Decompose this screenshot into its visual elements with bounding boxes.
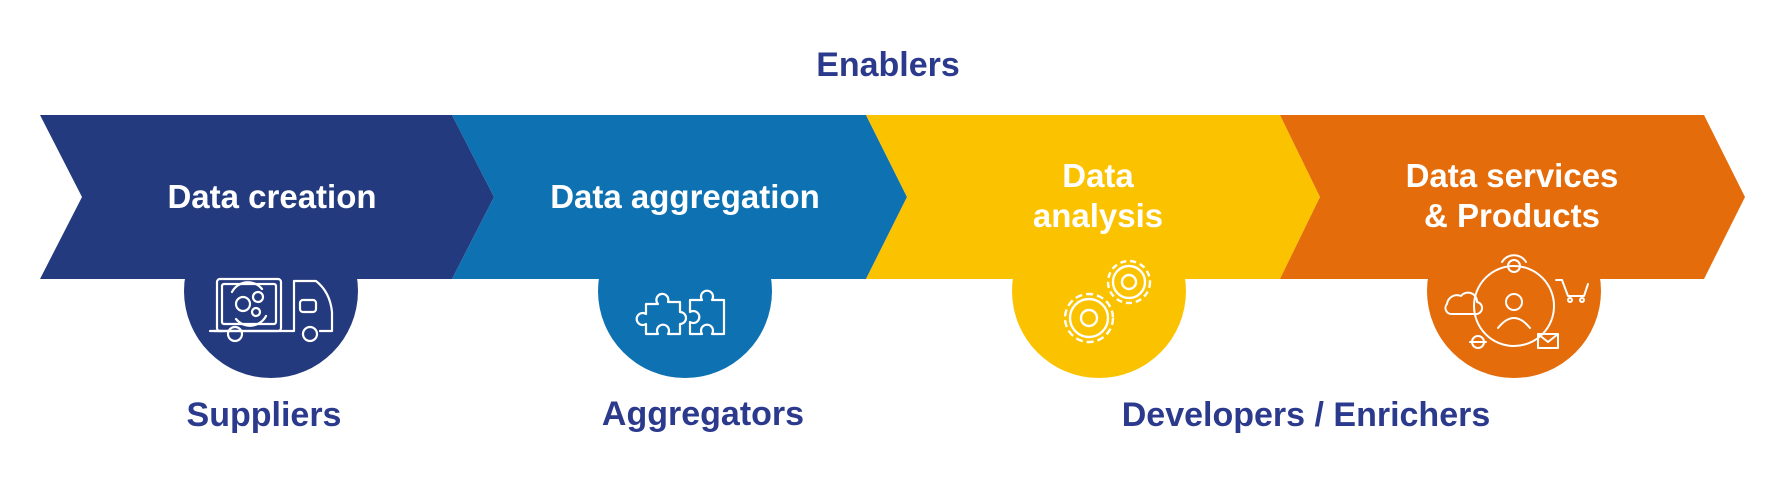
step-1-title: Data creation <box>167 178 377 215</box>
truck-gears-icon <box>208 277 334 343</box>
role-aggregators: Aggregators <box>601 395 805 433</box>
role-suppliers: Suppliers <box>186 396 342 434</box>
diagram-title: Enablers <box>816 46 960 84</box>
step-1-chevron <box>40 115 494 279</box>
digital-services-icon <box>1444 254 1589 349</box>
step-4-title: Data services & Products <box>1405 157 1619 234</box>
role-developers-enrichers: Developers / Enrichers <box>1121 396 1491 434</box>
step-3-title: Data analysis <box>1032 157 1164 234</box>
step-4-chevron <box>1280 115 1745 279</box>
puzzle-icon <box>635 289 726 336</box>
step-2-chevron <box>452 115 907 279</box>
step-3-chevron <box>866 115 1320 279</box>
gears-icon <box>1063 259 1152 344</box>
step-2-title: Data aggregation <box>550 178 820 215</box>
